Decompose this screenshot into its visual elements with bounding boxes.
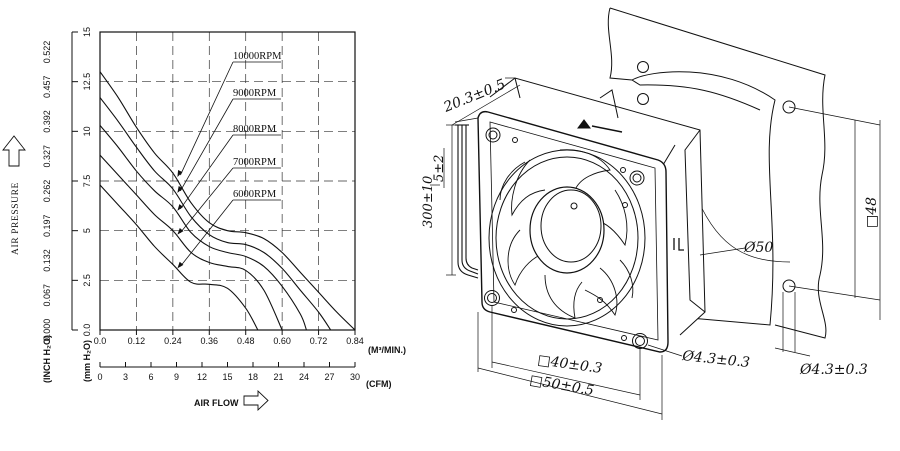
- x-cfm-tick-label: 15: [222, 372, 232, 382]
- series-label-arrowhead: [177, 186, 183, 193]
- dim-frame-size: □50±0.5: [528, 372, 595, 399]
- dimension-labels: 20.3±0.5 300±10 5±2 □40±0.3 □50±0.5 Ø4.3…: [421, 76, 880, 399]
- dim-hole-spacing: □40±0.3: [536, 352, 603, 377]
- dim-lead-length: 300±10: [421, 176, 436, 228]
- series-line-3: [99, 154, 283, 331]
- mounting-plate: [607, 7, 827, 339]
- y-inch-tick-label: 0.000: [42, 319, 52, 342]
- y-inch-tick-label: 0.522: [42, 41, 52, 64]
- plate-hole-top-left: [637, 61, 649, 73]
- series-label-arrowhead: [177, 204, 184, 211]
- y-tick-label: 7.5: [82, 175, 92, 188]
- y-inch-tick-label: 0.327: [42, 145, 52, 168]
- series-label: 8000RPM: [233, 124, 277, 135]
- x-tick-label: 0.24: [164, 336, 182, 346]
- x-tick-label: 0.84: [346, 336, 364, 346]
- y-tick-label: 5: [82, 228, 92, 233]
- plate-hole-bottom-right: [782, 279, 796, 293]
- series-label: 6000RPM: [233, 189, 277, 200]
- x-cfm-tick-label: 27: [324, 372, 334, 382]
- x-cfm-tick-label: 6: [148, 372, 153, 382]
- y-tick-label: 0.0: [82, 324, 92, 337]
- dim-hole-dia-front: Ø4.3±0.3: [681, 348, 751, 371]
- fan-drawing: [430, 7, 881, 420]
- series-label: 9000RPM: [233, 88, 277, 99]
- series-line-1: [99, 97, 332, 331]
- plate-hole-top-right: [782, 100, 796, 114]
- lead-wires: [455, 124, 479, 279]
- series-line-2: [99, 125, 307, 331]
- series-line-4: [99, 184, 259, 331]
- x-tick-label: 0.48: [237, 336, 255, 346]
- x-tick-label: 0.12: [128, 336, 146, 346]
- x-tick-label: 0.0: [94, 336, 107, 346]
- series-label-arrowhead: [177, 170, 183, 178]
- y-mmh2o-ticks: 0.0 2.5 5 7.5 10 12.5 15: [71, 27, 92, 337]
- plate-hole-mid-left: [637, 93, 649, 105]
- dim-strip-length: 5±2: [432, 155, 447, 182]
- fan-blades: [499, 149, 634, 319]
- chart-curves: [99, 71, 356, 331]
- y-inch-unit: (INCH H₂O): [42, 335, 52, 383]
- y-tick-label: 10: [82, 126, 92, 136]
- y-inch-tick-label: 0.262: [42, 180, 52, 203]
- front-hole-top-left: [485, 127, 501, 143]
- x-cfm-tick-label: 24: [299, 372, 309, 382]
- y-axis-arrow-icon: [2, 135, 26, 167]
- y-inch-tick-label: 0.392: [42, 110, 52, 133]
- x-cfm-tick-label: 21: [273, 372, 283, 382]
- y-tick-label: 15: [82, 27, 92, 37]
- dim-mount-dia: Ø50: [743, 240, 773, 256]
- y-tick-label: 12.5: [82, 73, 92, 91]
- dim-hole-dia-plate: Ø4.3±0.3: [799, 362, 868, 378]
- y-inch-tick-label: 0.457: [42, 75, 52, 98]
- y-inch-tick-label: 0.067: [42, 284, 52, 307]
- dim-mount-square: □48: [864, 197, 880, 228]
- series-label: 7000RPM: [233, 157, 277, 168]
- x-tick-label: 0.36: [201, 336, 219, 346]
- series-label-leader: [180, 134, 234, 210]
- x-axis-title: AIR FLOW: [194, 398, 239, 408]
- y-axis-title: AIR PRESSURE: [11, 182, 21, 255]
- x-cfm-tick-label: 18: [248, 372, 258, 382]
- x-cfm-unit: (CFM): [366, 379, 392, 389]
- chart-frame: [99, 31, 356, 331]
- dimension-lines: [430, 77, 881, 420]
- x-axis-arrow-icon: [243, 389, 269, 412]
- x-tick-label: 0.60: [273, 336, 291, 346]
- x-m3min-ticks: 0.0 0.12 0.24 0.36 0.48 0.60 0.72 0.84: [94, 330, 364, 346]
- hub-center: [570, 202, 578, 210]
- x-tick-label: 0.72: [310, 336, 328, 346]
- y-tick-label: 2.5: [82, 274, 92, 287]
- x-cfm-tick-label: 30: [350, 372, 360, 382]
- series-label-leader: [180, 61, 234, 176]
- y-inch-ticks: 0.000 0.067 0.132 0.197 0.262 0.327 0.392 0.457…: [42, 41, 52, 342]
- series-label-arrowhead: [177, 261, 184, 269]
- series-label-leader: [180, 167, 234, 233]
- x-cfm-tick-label: 3: [123, 372, 128, 382]
- y-mmh2o-unit: (mm H₂O): [82, 340, 92, 382]
- fan-label-triangle-icon: [577, 119, 623, 133]
- front-hole-top-right: [629, 170, 645, 186]
- ul-mark-icon: [673, 238, 684, 251]
- fan-hub: [529, 186, 605, 274]
- x-m3min-unit: (M³/MIN.): [368, 345, 406, 355]
- series-label-leader: [180, 199, 234, 267]
- series-label: 10000RPM: [233, 51, 282, 62]
- series-label-leader: [180, 98, 234, 192]
- x-cfm-tick-label: 9: [174, 372, 179, 382]
- y-inch-tick-label: 0.132: [42, 249, 52, 272]
- x-cfm-axis: 0 3 6 9 12 15 18 21 24 27 30: [97, 362, 360, 382]
- x-cfm-tick-label: 12: [197, 372, 207, 382]
- x-cfm-tick-label: 0: [97, 372, 102, 382]
- series-line-0: [99, 71, 356, 331]
- series-label-arrowhead: [177, 228, 184, 235]
- y-inch-tick-label: 0.197: [42, 214, 52, 237]
- performance-chart: 10000RPM 9000RPM 8000RPM 7000RPM 6000RPM 0.0…: [2, 27, 406, 412]
- chart-grid: [100, 32, 355, 330]
- chart-series-labels: 10000RPM 9000RPM 8000RPM 7000RPM 6000RPM: [177, 51, 282, 269]
